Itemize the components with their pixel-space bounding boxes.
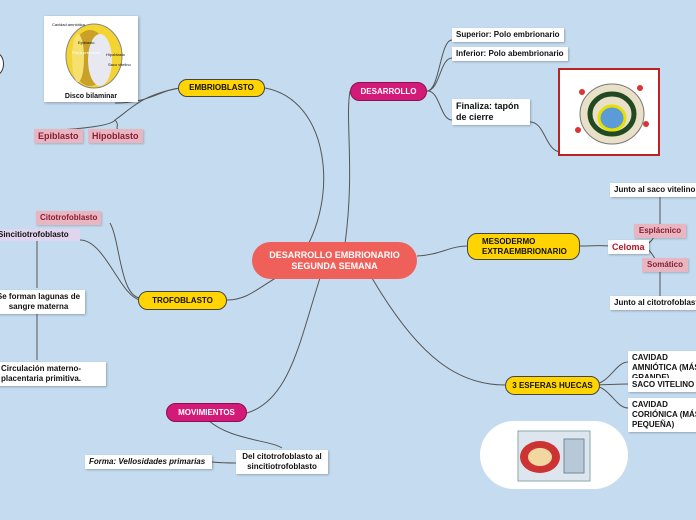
somatico-node[interactable]: Somático (642, 258, 688, 272)
disco-label-amniotica: Cavidad amniótica (52, 22, 85, 27)
movimientos-node[interactable]: MOVIMIENTOS (166, 403, 247, 422)
disco-bilaminar-caption: Disco bilaminar (64, 93, 118, 100)
lagunas-node[interactable]: Se forman lagunas de sangre materna (0, 290, 85, 314)
embryo-section-image (558, 68, 660, 156)
link-center-movimientos (246, 277, 321, 414)
polo-embrionario-node[interactable]: Superior: Polo embrionario (452, 28, 564, 42)
link-center-esferas (371, 277, 506, 386)
hipoblasto-node[interactable]: Hipoblasto (88, 129, 143, 143)
citotrofoblasto-node[interactable]: Citotrofoblasto (36, 211, 102, 225)
tapon-cierre-node[interactable]: Finaliza: tapón de cierre (452, 99, 530, 125)
saco-vitelino-node[interactable]: SACO VITELINO (628, 378, 696, 392)
desarrollo-node[interactable]: DESARROLLO (350, 82, 427, 101)
junto-cito-node[interactable]: Junto al citotrofoblasto (610, 296, 696, 310)
disco-bilaminar-image: Cavidad amniótica Epiblasto Hipoblasto S… (44, 16, 138, 102)
link-center-mesodermo (416, 245, 468, 257)
esferas-image-frame (480, 421, 628, 489)
disco-label-saco: Saco vitelino (108, 62, 131, 67)
trofoblasto-node[interactable]: TROFOBLASTO (138, 291, 227, 310)
disco-label-placa: Placa precordal (72, 50, 100, 55)
cavidad-corionica-node[interactable]: CAVIDAD CORIÓNICA (MÁS PEQUEÑA) (628, 398, 696, 432)
esferas-node[interactable]: 3 ESFERAS HUECAS (505, 376, 600, 395)
link-center-desarrollo (344, 90, 351, 245)
disco-bilaminar-illustration (65, 23, 123, 89)
sincitiotrofoblasto-node[interactable]: Sincitiotrofoblasto (0, 229, 80, 241)
embrioblasto-node[interactable]: EMBRIOBLASTO (178, 79, 265, 97)
esplacnico-node[interactable]: Esplácnico (634, 224, 686, 238)
epiblasto-node[interactable]: Epiblasto (34, 129, 83, 143)
link-center-embrioblasto (264, 87, 325, 259)
disco-label-epiblasto: Epiblasto (78, 40, 95, 45)
celoma-node[interactable]: Celoma (608, 240, 649, 254)
disco-label-hipoblasto: Hipoblasto (106, 52, 125, 57)
vellosidades-node[interactable]: Forma: Vellosidades primarias (85, 455, 212, 469)
mesodermo-node[interactable]: MESODERMO EXTRAEMBRIONARIO (467, 233, 580, 260)
del-cito-node[interactable]: Del citotrofoblasto al sincitiotrofoblas… (236, 450, 328, 474)
esferas-illustration (517, 430, 591, 482)
embryo-section-illustration (575, 83, 649, 145)
junto-saco-node[interactable]: Junto al saco vitelino (610, 183, 696, 197)
circulacion-node[interactable]: Circulación materno-placentaria primitiv… (0, 362, 106, 386)
central-topic[interactable]: DESARROLLO EMBRIONARIO SEGUNDA SEMANA (252, 242, 417, 279)
polo-abembrionario-node[interactable]: Inferior: Polo abembrionario (452, 47, 568, 61)
